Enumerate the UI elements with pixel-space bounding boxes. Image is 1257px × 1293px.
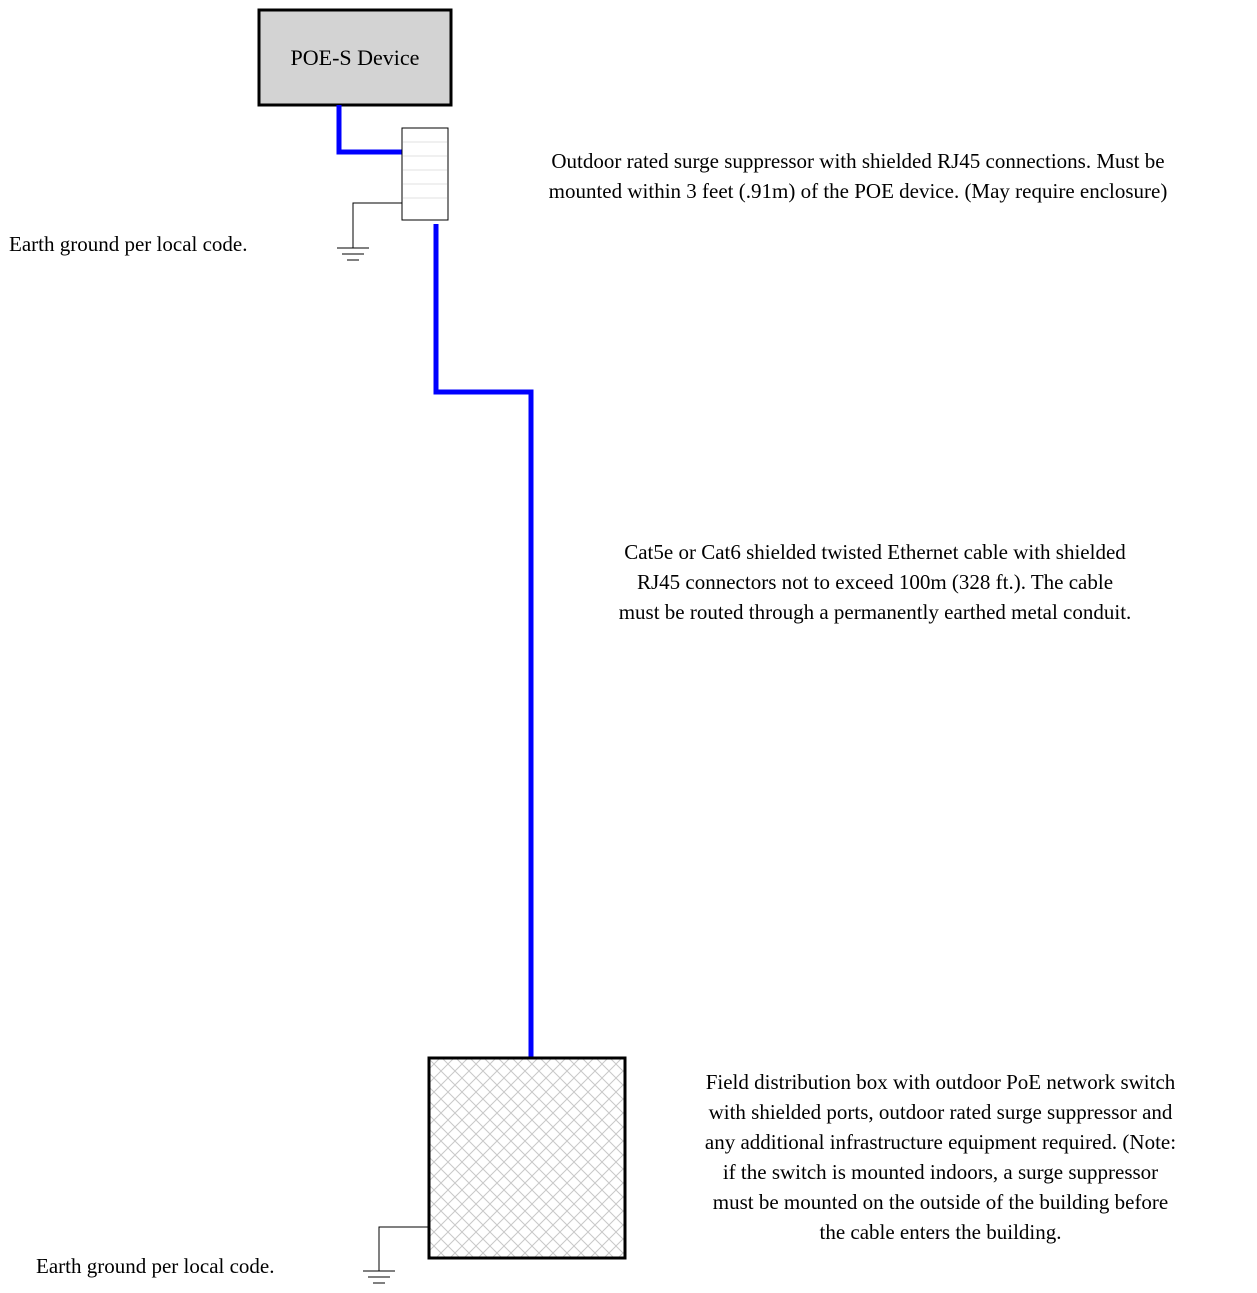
device-label: POE-S Device (290, 44, 420, 70)
cable-note-line: must be routed through a permanently ear… (618, 600, 1132, 624)
distribution-box-note: Field distribution box with outdoor PoE … (628, 1067, 1253, 1247)
box-note-line: must be mounted on the outside of the bu… (712, 1190, 1169, 1214)
distribution-box (427, 1056, 627, 1260)
ground-wire-top (352, 202, 402, 248)
ground-wire-bottom (378, 1226, 429, 1271)
cable-note-line: Cat5e or Cat6 shielded twisted Ethernet … (624, 540, 1126, 564)
ground-symbol-bottom (363, 1270, 395, 1284)
surge-note-line: mounted within 3 feet (.91m) of the POE … (548, 179, 1168, 203)
surge-suppressor-note: Outdoor rated surge suppressor with shie… (463, 146, 1253, 206)
box-note-line: Field distribution box with outdoor PoE … (705, 1070, 1176, 1094)
box-note-line: if the switch is mounted indoors, a surg… (722, 1160, 1159, 1184)
ground-symbol-top (337, 247, 369, 261)
box-note-line: with shielded ports, outdoor rated surge… (708, 1100, 1173, 1124)
device-to-suppressor-cable (336, 105, 402, 155)
box-note-line: the cable enters the building. (819, 1220, 1062, 1244)
surge-note-line: Outdoor rated surge suppressor with shie… (551, 149, 1165, 173)
cable-note-line: RJ45 connectors not to exceed 100m (328 … (636, 570, 1114, 594)
ground-label-bottom: Earth ground per local code. (36, 1254, 275, 1278)
ethernet-cable (433, 224, 534, 1058)
surge-suppressor (401, 127, 449, 221)
cable-note: Cat5e or Cat6 shielded twisted Ethernet … (545, 537, 1205, 627)
box-note-line: any additional infrastructure equipment … (704, 1130, 1177, 1154)
poe-device-box (257, 8, 453, 107)
ground-label-top: Earth ground per local code. (9, 232, 248, 256)
